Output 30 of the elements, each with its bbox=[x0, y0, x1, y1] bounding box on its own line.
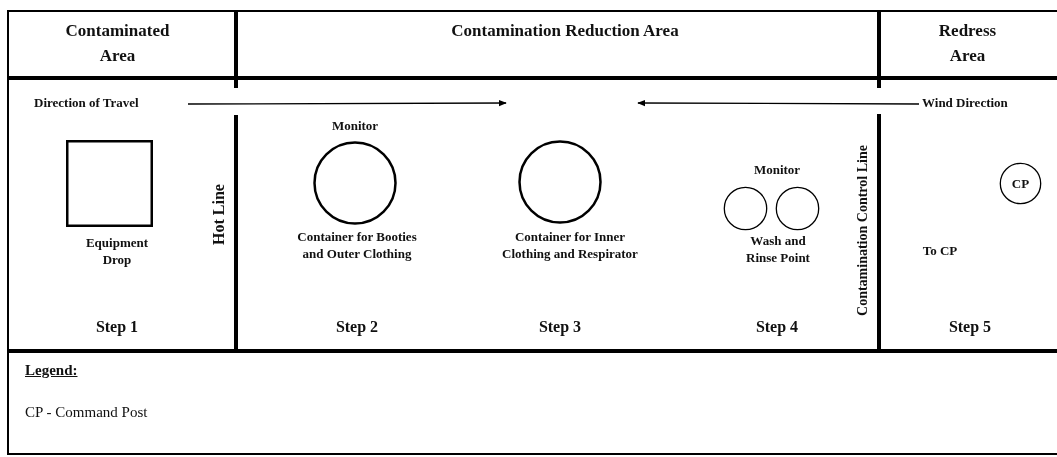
legend-heading: Legend: bbox=[25, 362, 78, 379]
node-label: Container for Inner Clothing and Respirator bbox=[501, 228, 639, 262]
direction-arrow bbox=[187, 99, 507, 107]
zone-heading: Contamination Reduction Area bbox=[415, 18, 715, 76]
station-caption: Wash and Rinse Point bbox=[745, 232, 811, 266]
step-label: Step 5 bbox=[947, 318, 993, 335]
container-circle bbox=[517, 139, 603, 225]
node-label: Monitor bbox=[330, 117, 380, 134]
step-label: Step 4 bbox=[754, 318, 800, 335]
zone-heading: Contaminated Area bbox=[50, 18, 185, 76]
monitor-label: Monitor bbox=[752, 161, 802, 178]
boundary-label: Hot Line bbox=[209, 183, 227, 247]
boundary-label: Contamination Control Line bbox=[853, 144, 871, 318]
container-circle bbox=[312, 140, 398, 226]
equipment-drop-box bbox=[66, 140, 153, 227]
direction-arrow bbox=[637, 99, 920, 107]
node-label: Equipment Drop bbox=[84, 234, 150, 268]
command-post-circle bbox=[999, 162, 1042, 205]
step-label: Step 1 bbox=[94, 318, 140, 335]
command-post-abbreviation: CP bbox=[1010, 175, 1031, 193]
wash-circle bbox=[723, 186, 768, 231]
caption: To CP bbox=[921, 242, 959, 259]
direction-label: Direction of Travel bbox=[34, 94, 186, 112]
rinse-circle bbox=[775, 186, 820, 231]
direction-label: Wind Direction bbox=[922, 94, 1057, 112]
step-label: Step 2 bbox=[334, 318, 380, 335]
step-label: Step 3 bbox=[537, 318, 583, 335]
node-label: Container for Booties and Outer Clothing bbox=[296, 228, 418, 262]
legend-entry: CP - Command Post bbox=[25, 404, 148, 421]
zone-heading: Redress Area bbox=[920, 18, 1015, 76]
